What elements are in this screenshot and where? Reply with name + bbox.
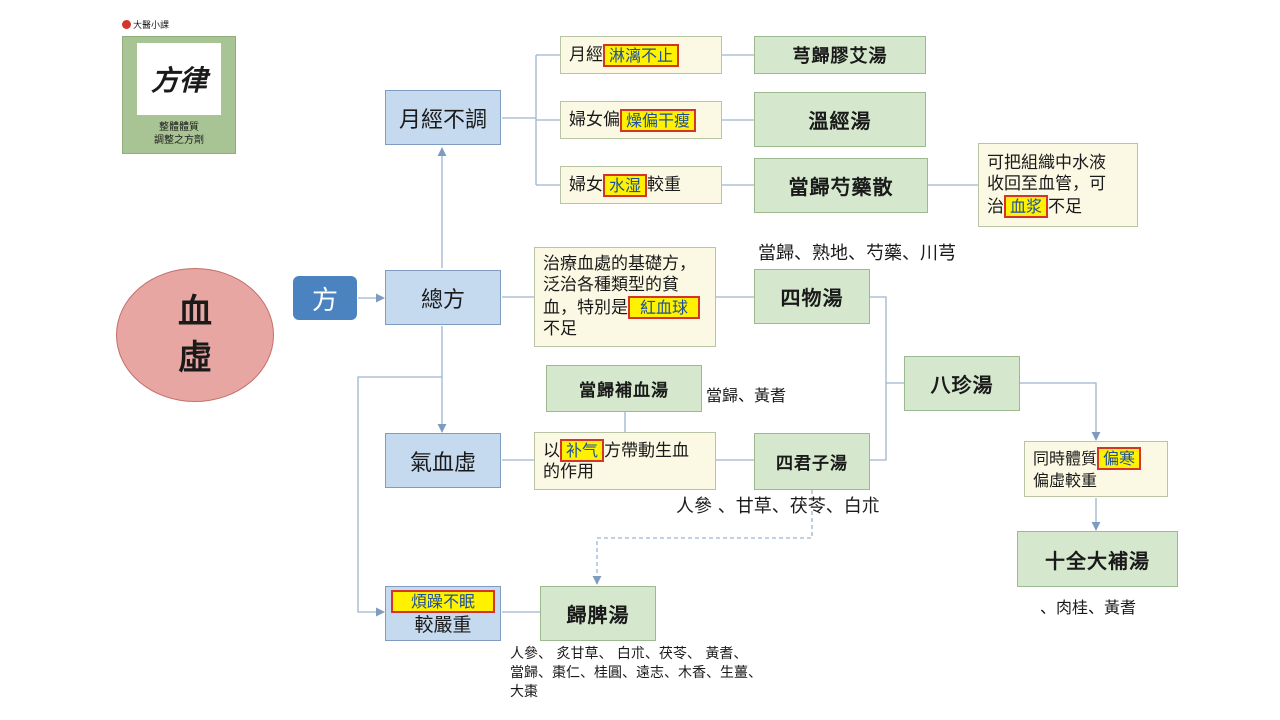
logo-panel: 方律 整體體質 調整之方劑 [122,36,236,154]
logo: 大醫小課 方律 整體體質 調整之方劑 [122,18,236,154]
main-title-line1: 血 [178,292,212,332]
logo-seal-icon [122,20,131,29]
note-menstrual-3: 婦女水湿較重 [560,166,722,204]
ingredients-guipi: 人參、 炙甘草、 白朮、茯苓、 黃耆、 當歸、棗仁、桂圓、遠志、木香、生薑、 大… [510,646,762,700]
note-siwu: 治療血處的基礎方， 泛治各種類型的貧 血，特別是紅血球 不足 [534,247,716,347]
severe-label: 較嚴重 [414,614,472,636]
category-general: 總方 [385,270,501,325]
logo-caption-line2: 調整之方劑 [154,135,204,146]
category-menstrual: 月經不調 [385,90,501,145]
logo-caption-line1: 整體體質 [159,122,199,133]
main-title-line2: 虛 [178,338,212,378]
logo-calligraphy: 方律 [137,43,221,115]
category-qi-blood: 氣血虛 [385,433,501,488]
note-bazhen: 同時體質偏寒 偏虛較重 [1024,441,1168,497]
formula-shiquan: 十全大補湯 [1017,531,1178,587]
formula-siwu: 四物湯 [754,269,870,324]
main-circle: 血 虛 [116,268,274,402]
note-water: 可把組織中水液 收回至血管，可 治血浆不足 [978,143,1138,227]
formula-sijunzi: 四君子湯 [754,433,870,490]
note-qi: 以补气方帶動生血 的作用 [534,432,716,490]
ingredients-buxue: 當歸、黃耆 [706,386,787,405]
formula-bazhen: 八珍湯 [904,356,1020,411]
formula-wenjing: 溫經湯 [754,92,926,147]
logo-top-text: 大醫小課 [133,21,170,31]
formula-xiongui: 芎歸膠艾湯 [754,36,926,74]
formula-buxue: 當歸補血湯 [546,365,702,412]
category-severe: 煩躁不眠 較嚴重 [385,586,501,641]
fang-label: 方 [293,276,357,320]
ingredients-siwu: 當歸、熟地、芍藥、川芎 [758,243,956,264]
ingredients-sijunzi: 人參 、甘草、茯苓、白朮 [676,496,880,517]
formula-guipi: 歸脾湯 [540,586,656,641]
ingredients-shiquan: 、肉桂、黃耆 [1040,598,1137,617]
severe-highlight: 煩躁不眠 [391,590,495,613]
formula-danggui-shaoyao: 當歸芍藥散 [754,158,928,213]
note-menstrual-2: 婦女偏燥偏干瘦 [560,101,722,139]
note-menstrual-1: 月經淋漓不止 [560,36,722,74]
